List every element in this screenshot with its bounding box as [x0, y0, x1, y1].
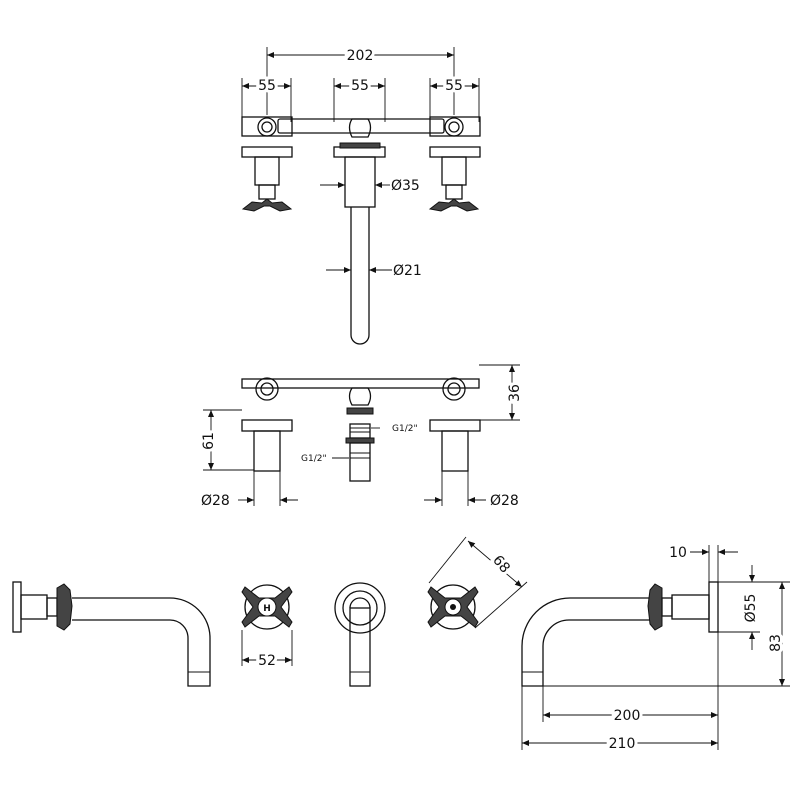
right-side-view: 10 Ø55 83 200 210 [521, 545, 790, 755]
dim-spout-projection: 200 [614, 708, 641, 724]
dim-top-overall: 202 [347, 48, 374, 64]
top-view: 202 55 55 55 [241, 45, 481, 345]
front-view: 36 61 G1/2" G1/2" Ø28 Ø28 [198, 364, 526, 509]
dim-top-right: 55 [445, 78, 463, 94]
dim-flange-diameter: Ø55 [743, 594, 759, 623]
dim-stem-height: 61 [201, 432, 217, 450]
dim-handle-diagonal: 68 [489, 552, 513, 576]
dim-top-left: 55 [258, 78, 276, 94]
handle-front-view: H 52 [241, 584, 293, 672]
dim-right-stem-diameter: Ø28 [490, 493, 519, 509]
spout-front-view [334, 582, 386, 687]
dim-handle-width: 52 [258, 653, 276, 669]
dim-bar-height: 36 [507, 384, 523, 402]
handle-label-h: H [263, 604, 271, 614]
dim-flange-thickness: 10 [669, 545, 687, 561]
handle-rotated-view: 68 [427, 536, 528, 630]
dim-thread-lower: G1/2" [301, 454, 327, 464]
left-side-view [12, 581, 211, 687]
dim-left-stem-diameter: Ø28 [201, 493, 230, 509]
dim-body-diameter: Ø35 [391, 178, 420, 194]
dim-overall-height: 83 [768, 634, 784, 652]
dim-thread-upper: G1/2" [392, 424, 418, 434]
dim-top-center: 55 [351, 78, 369, 94]
dim-spout-diameter: Ø21 [393, 263, 422, 279]
dim-overall-projection: 210 [609, 736, 636, 752]
